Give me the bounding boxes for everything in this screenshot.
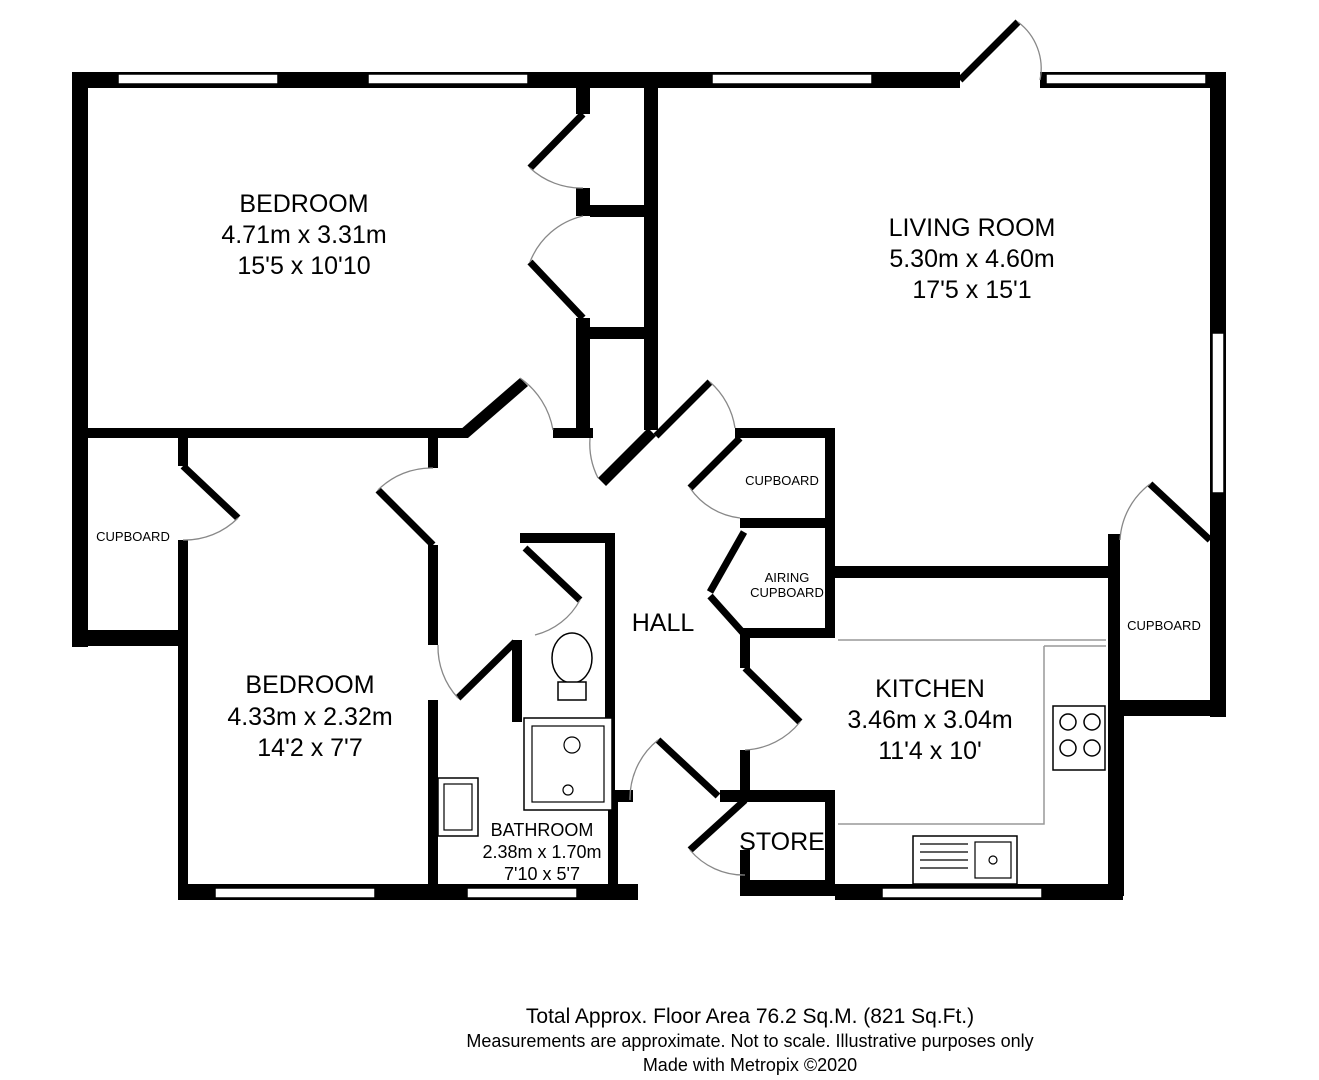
- airing-cupboard-line1: AIRING: [765, 570, 810, 585]
- kitchen-metric: 3.46m x 3.04m: [847, 706, 1012, 734]
- airing-cupboard-line2: CUPBOARD: [750, 585, 824, 600]
- cupboard-bedroom-label: CUPBOARD: [96, 529, 170, 544]
- hall-name: HALL: [632, 609, 695, 637]
- living-room-metric: 5.30m x 4.60m: [889, 245, 1054, 273]
- bedroom1-metric: 4.71m x 3.31m: [221, 221, 386, 249]
- toilet-icon: [551, 632, 593, 701]
- bedroom1-name: BEDROOM: [239, 190, 368, 218]
- fixtures: [437, 632, 1106, 885]
- total-area: Total Approx. Floor Area 76.2 Sq.M. (821…: [526, 1005, 974, 1028]
- bedroom2-name: BEDROOM: [245, 671, 374, 699]
- bathroom-metric: 2.38m x 1.70m: [482, 842, 601, 862]
- kitchen-name: KITCHEN: [875, 675, 985, 703]
- room-labels: BEDROOM 4.71m x 3.31m 15'5 x 10'10 LIVIN…: [96, 190, 1201, 884]
- basin-icon: [437, 777, 479, 837]
- cupboard-hall-label: CUPBOARD: [745, 473, 819, 488]
- living-room-name: LIVING ROOM: [889, 214, 1056, 242]
- bedroom2-metric: 4.33m x 2.32m: [227, 703, 392, 731]
- bedroom2-imperial: 14'2 x 7'7: [257, 734, 362, 762]
- footer: Total Approx. Floor Area 76.2 Sq.M. (821…: [466, 1005, 1033, 1075]
- kitchen-sink-icon: [912, 835, 1018, 885]
- bathroom-name: BATHROOM: [491, 820, 594, 840]
- windows: [117, 73, 1225, 899]
- cupboard-living-label: CUPBOARD: [1127, 618, 1201, 633]
- store-name: STORE: [739, 828, 825, 856]
- kitchen-imperial: 11'4 x 10': [878, 737, 982, 765]
- bath-icon: [523, 717, 613, 811]
- disclaimer: Measurements are approximate. Not to sca…: [466, 1031, 1033, 1051]
- bedroom1-imperial: 15'5 x 10'10: [237, 252, 370, 280]
- living-room-imperial: 17'5 x 15'1: [912, 276, 1031, 304]
- credit: Made with Metropix ©2020: [643, 1055, 857, 1075]
- doors: [180, 19, 1213, 876]
- hob-icon: [1052, 705, 1106, 771]
- bathroom-imperial: 7'10 x 5'7: [504, 864, 580, 884]
